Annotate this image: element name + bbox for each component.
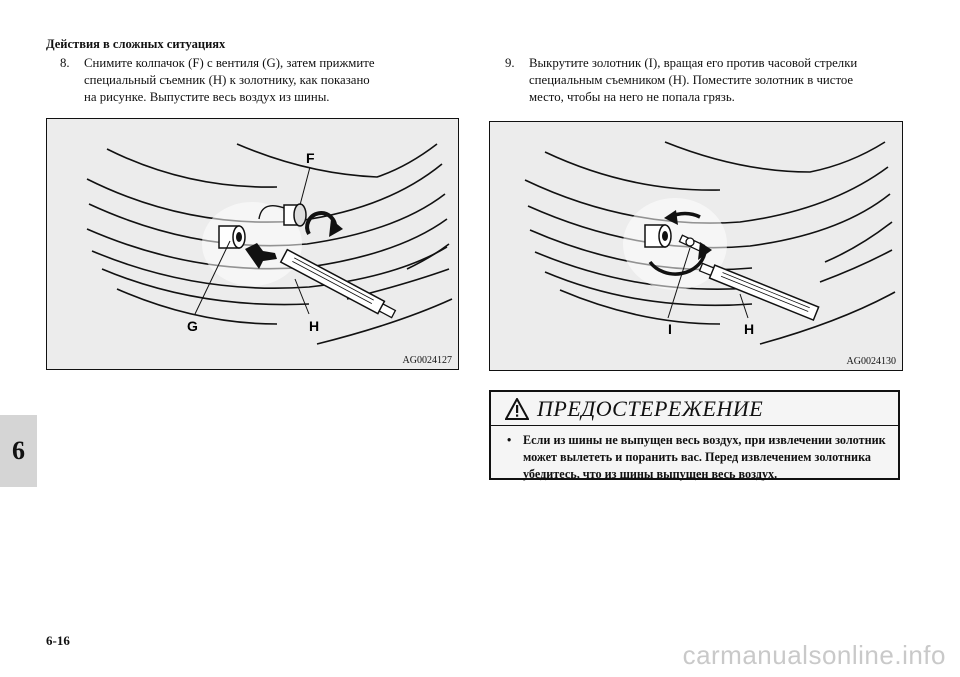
label-h: H <box>744 321 754 337</box>
illustration-remove-core: I H <box>490 122 902 370</box>
label-i: I <box>668 321 672 337</box>
chapter-tab: 6 <box>0 415 37 487</box>
step-line: на рисунке. Выпустите весь воздух из шин… <box>84 90 330 104</box>
step-line: специальный съемник (H) к золотнику, как… <box>84 73 370 87</box>
illustration-remove-cap: F G H <box>47 119 458 369</box>
page-number: 6-16 <box>46 633 70 648</box>
label-h: H <box>309 318 319 334</box>
step-line: Снимите колпачок (F) с вентиля (G), зате… <box>84 56 375 70</box>
figure-code: AG0024130 <box>846 356 896 367</box>
warning-box: ПРЕДОСТЕРЕЖЕНИЕ • Если из шины не выпуще… <box>489 390 900 483</box>
step-line: Выкрутите золотник (I), вращая его проти… <box>529 56 858 70</box>
figure-remove-cap: F G H AG0024127 <box>46 118 459 370</box>
step-text: Выкрутите золотник (I), вращая его проти… <box>529 55 857 106</box>
figure-code: AG0024127 <box>402 355 452 366</box>
label-f: F <box>306 150 315 166</box>
watermark: carmanualsonline.info <box>682 640 946 670</box>
step-number: 9. <box>505 56 515 70</box>
warning-title-bar: ПРЕДОСТЕРЕЖЕНИЕ <box>491 392 898 426</box>
step-text: Снимите колпачок (F) с вентиля (G), зате… <box>84 55 375 106</box>
label-g: G <box>187 318 198 334</box>
warning-line: убедитесь, что из шины выпущен весь возд… <box>523 467 778 481</box>
warning-text: Если из шины не выпущен весь воздух, при… <box>523 432 886 483</box>
warning-line: может вылететь и поранить вас. Перед изв… <box>523 450 872 464</box>
step-number: 8. <box>60 56 70 70</box>
bullet: • <box>507 433 512 447</box>
step-line: место, чтобы на него не попала грязь. <box>529 90 735 104</box>
warning-line: Если из шины не выпущен весь воздух, при… <box>523 433 886 447</box>
step-line: специальным съемником (H). Поместите зол… <box>529 73 854 87</box>
warning-title: ПРЕДОСТЕРЕЖЕНИЕ <box>537 396 764 421</box>
warning-triangle-icon <box>505 398 529 420</box>
section-header: Действия в сложных ситуациях <box>46 37 226 51</box>
figure-remove-core: I H AG0024130 <box>489 121 903 371</box>
